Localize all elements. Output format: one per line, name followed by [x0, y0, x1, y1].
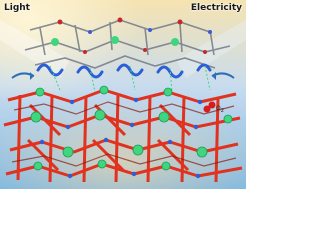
light-label: Light	[4, 3, 30, 13]
interface-bonds	[49, 65, 211, 93]
nitrogen-atoms	[39, 97, 203, 179]
mof-heterostructure-illustration	[0, 0, 246, 189]
metal-nodes	[30, 85, 233, 171]
upper-framework-atoms	[51, 17, 212, 54]
blue-linker-layer	[36, 63, 212, 79]
graphical-abstract: Light Electricity O2	[0, 0, 246, 189]
oxygen-molecule	[203, 101, 216, 113]
light-beam	[0, 20, 70, 78]
electricity-label: Electricity	[190, 3, 242, 13]
oxygen-label: O2	[216, 105, 224, 115]
lower-framework-dark-bonds	[11, 101, 237, 167]
electricity-beam	[176, 20, 246, 78]
lower-framework	[3, 88, 243, 183]
